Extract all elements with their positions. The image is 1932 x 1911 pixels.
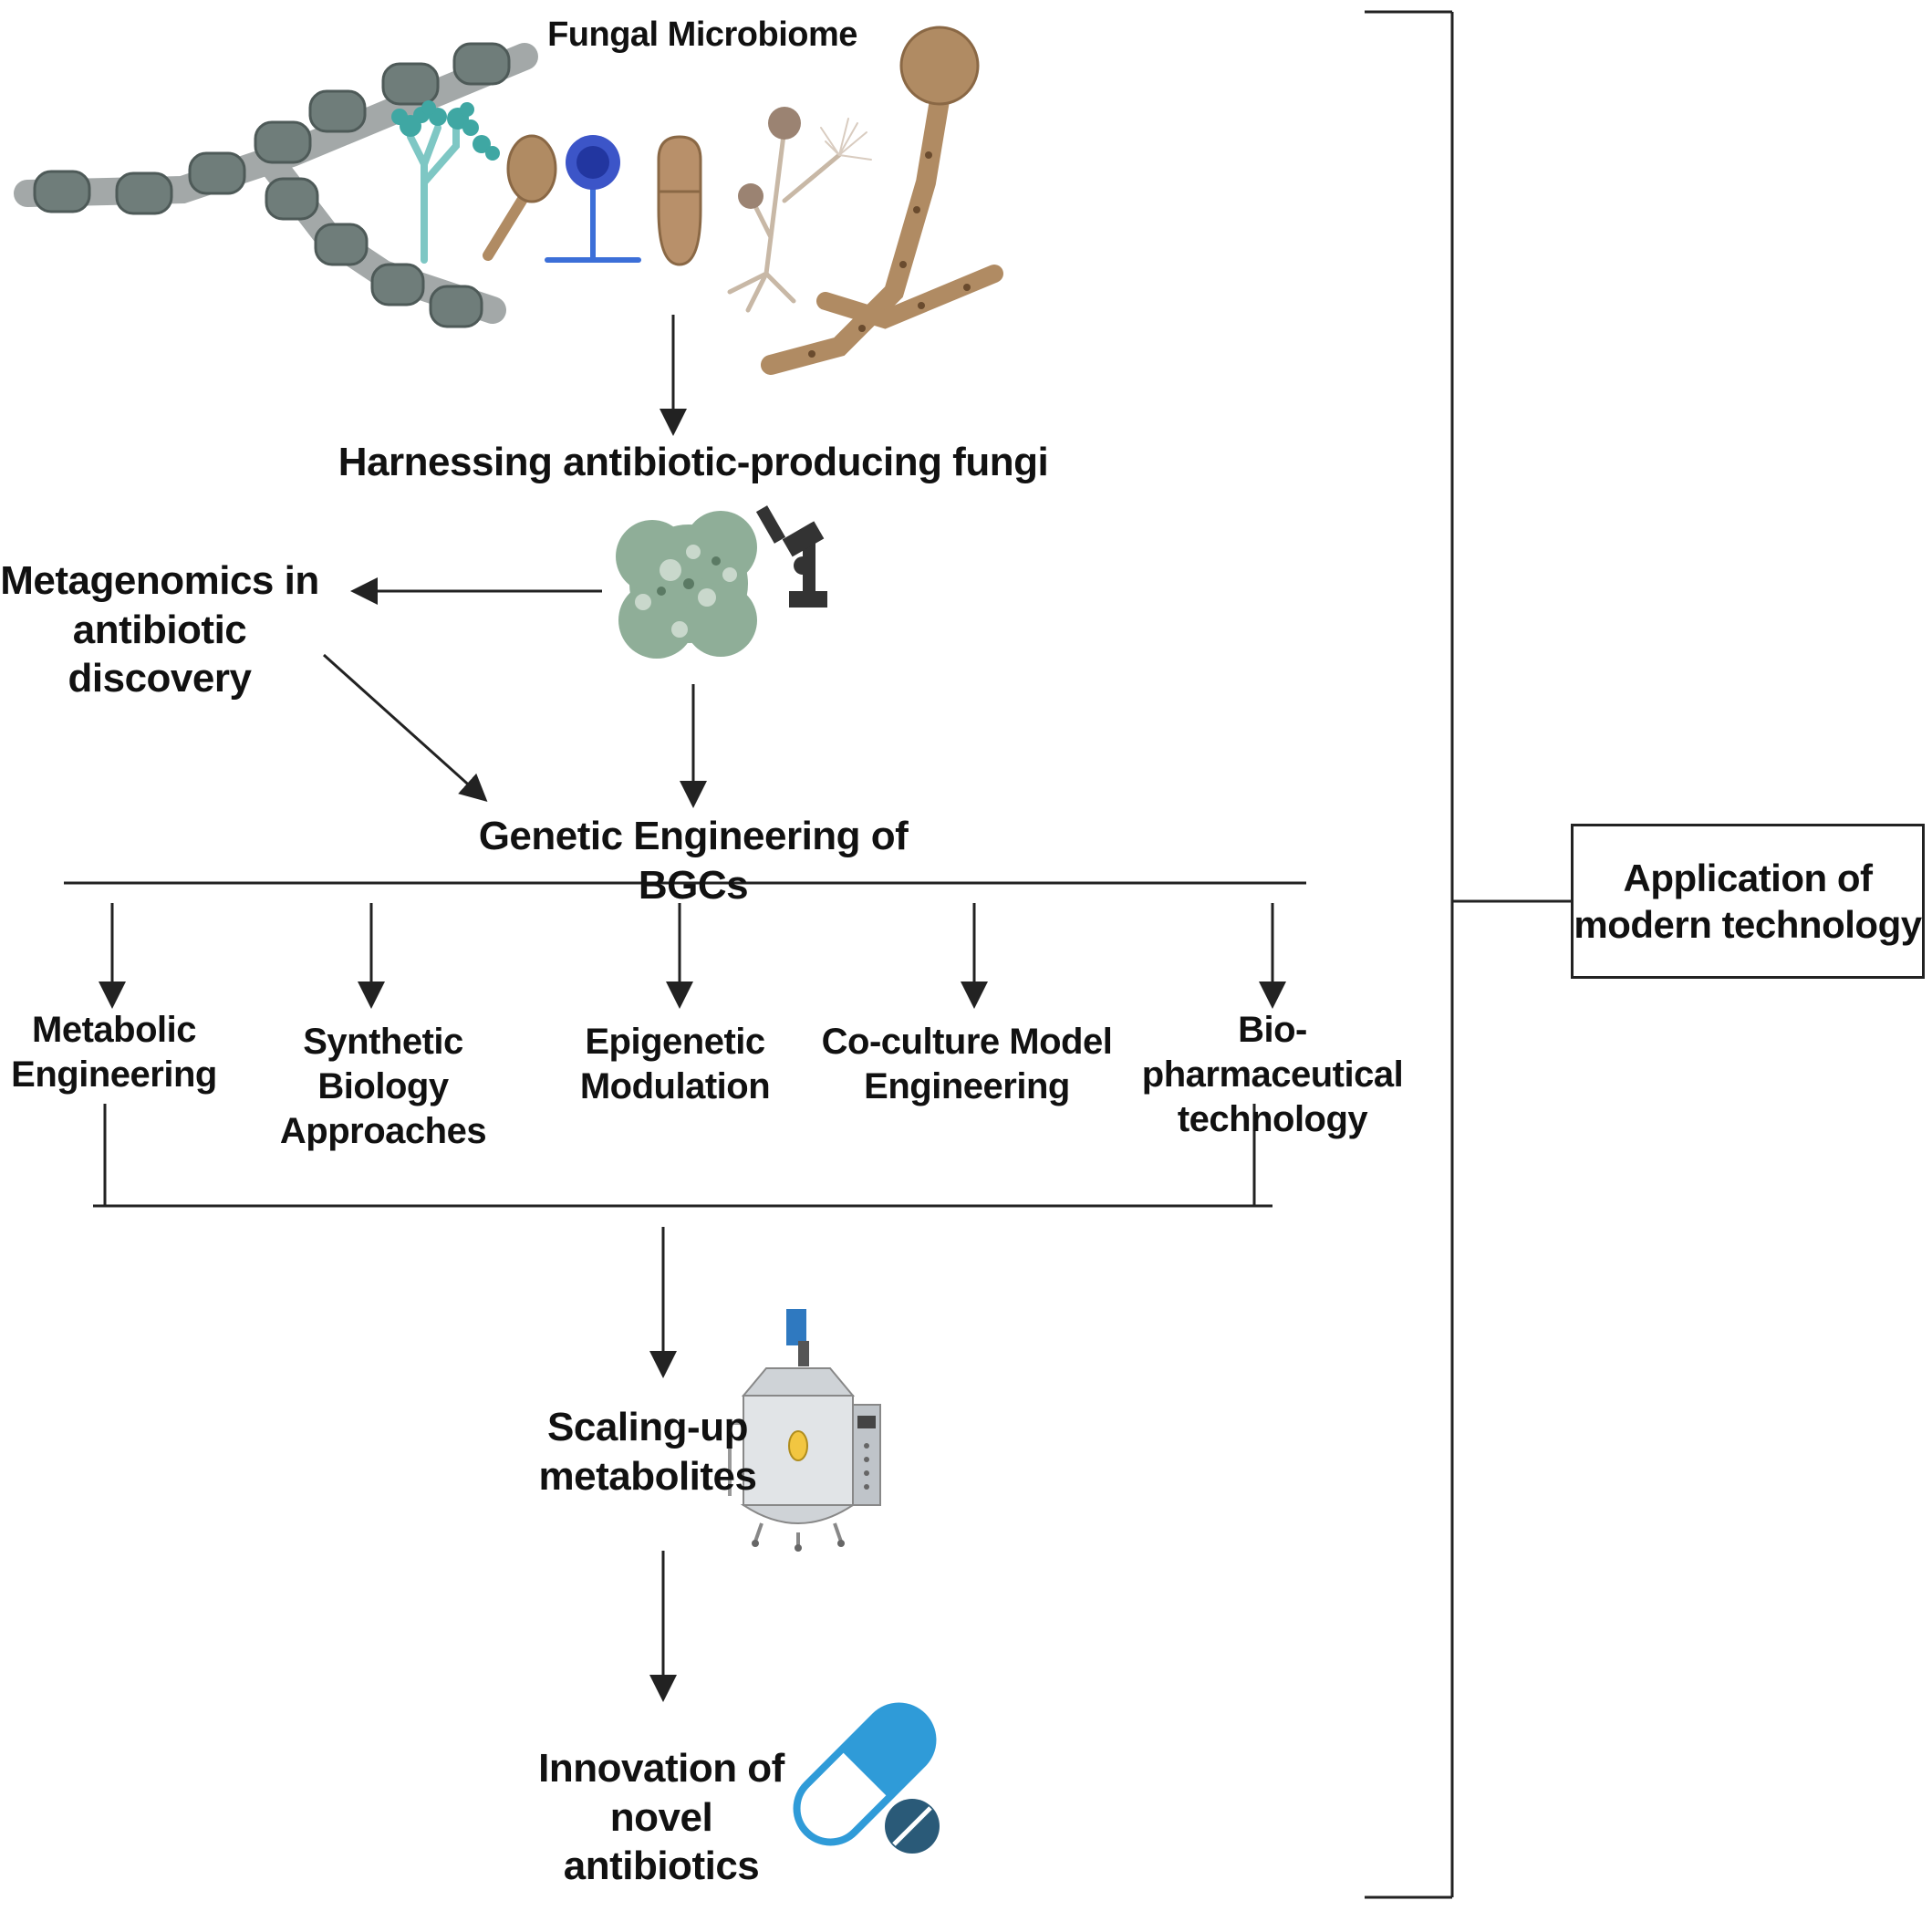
branch-bio-pharmaceutical: Bio-pharmaceutical technology	[1141, 1010, 1404, 1139]
application-box: Application of modern technology	[1571, 824, 1925, 979]
scaling-up-label: Scaling-up metabolites	[538, 1405, 757, 1499]
branch-metabolic-engineering: Metabolic Engineering	[11, 1010, 217, 1095]
arrow-metagenomics-to-genetic	[322, 653, 488, 803]
fungal-microbiome-illustration	[14, 26, 1003, 375]
connector-lines	[64, 10, 1571, 1899]
microscope-icon	[755, 505, 827, 608]
application-box-label: Application of modern technology	[1574, 856, 1922, 946]
genetic-engineering-label: Genetic Engineering of BGCs	[478, 814, 909, 908]
bioreactor-icon	[728, 1309, 881, 1552]
fungal-culture-microscope-icon	[616, 505, 827, 659]
branch-synthetic-biology: Synthetic Biology Approaches	[279, 1022, 487, 1151]
tan-cup-fungus-icon	[657, 135, 702, 266]
metagenomics-label: Metagenomics in antibiotic discovery	[0, 558, 319, 701]
diagram-title: Fungal Microbiome	[547, 16, 857, 54]
grey-hypha-chain-icon	[14, 42, 538, 328]
branch-co-culture-model: Co-culture Model Engineering	[821, 1022, 1113, 1106]
harnessing-fungi-label: Harnessing antibiotic-producing fungi	[338, 440, 1049, 484]
teal-conidiophore-icon	[391, 100, 500, 264]
capsule-tablet-icon	[793, 1702, 940, 1854]
sporangiophore-icon	[727, 107, 872, 313]
blue-spore-icon	[545, 135, 641, 263]
brown-mold-hypha-icon	[761, 26, 1003, 375]
branch-epigenetic-modulation: Epigenetic Modulation	[579, 1022, 771, 1106]
brown-club-fungus-icon	[483, 134, 557, 261]
innovation-label: Innovation of novel antibiotics	[538, 1746, 784, 1889]
